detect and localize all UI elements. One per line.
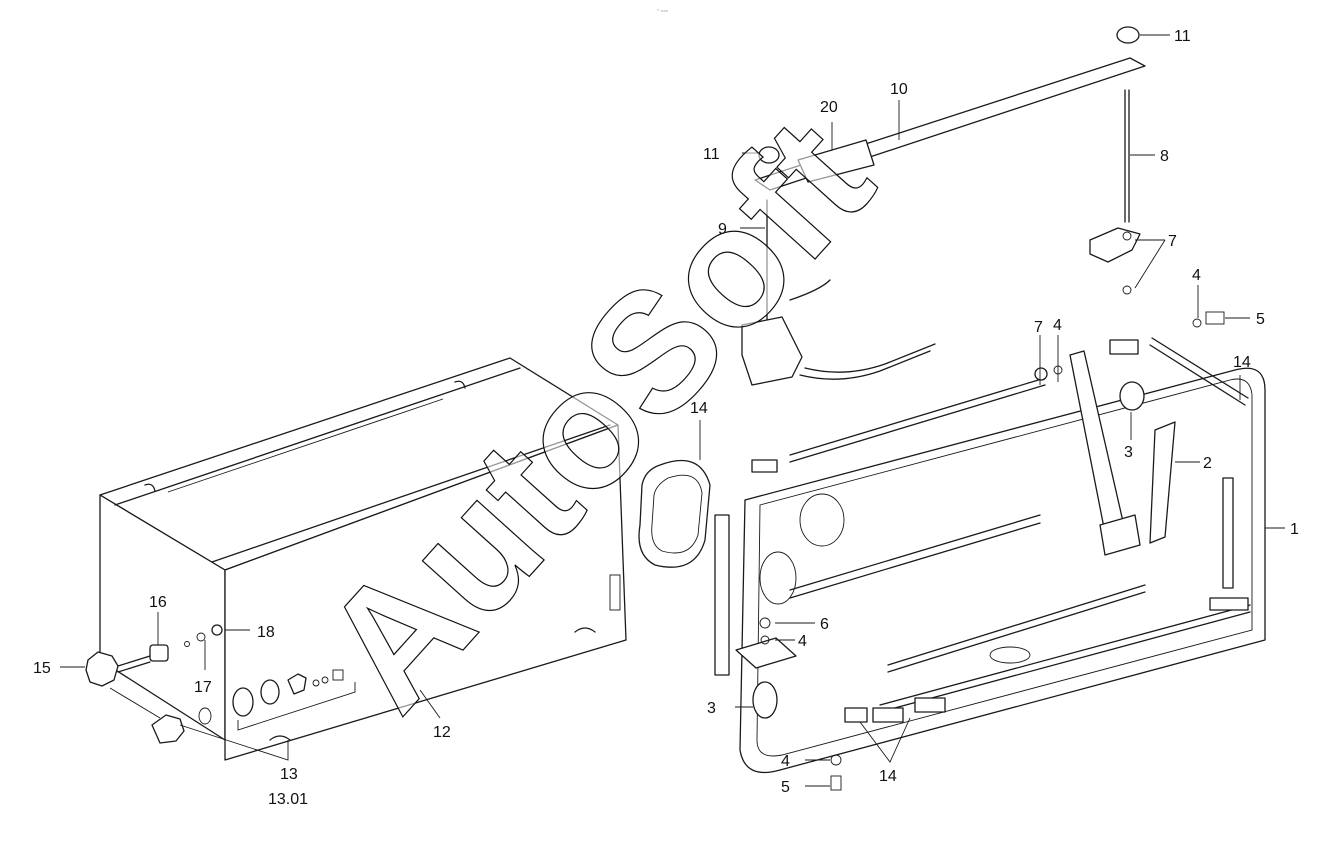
- small-parts: [844, 311, 1225, 723]
- callout-12: 12: [433, 724, 451, 741]
- callout-18: 18: [257, 624, 275, 641]
- grommet: [638, 459, 711, 568]
- callout-16: 16: [149, 594, 167, 611]
- callout-13: 13: [280, 766, 298, 783]
- callout-11-left: 11: [703, 146, 720, 163]
- mount-bracket: [741, 279, 936, 386]
- callouts: 1 2 3 3 4 4 4 4 5 5 6 7 7 8 9 10 11 11 1…: [33, 28, 1299, 808]
- callout-5-a: 5: [1256, 311, 1265, 328]
- callout-10: 10: [890, 81, 908, 98]
- callout-20: 20: [820, 99, 838, 116]
- callout-3-upper: 3: [1124, 444, 1133, 461]
- callout-3-lower: 3: [707, 700, 716, 717]
- top-bracket: [754, 26, 1146, 331]
- leader-lines: [60, 34, 1285, 787]
- lower-bracket: [735, 617, 842, 791]
- callout-14-b: 14: [1233, 354, 1251, 371]
- callout-4-d: 4: [781, 753, 790, 770]
- knob-assembly: [85, 624, 223, 687]
- callout-4-a: 4: [1053, 317, 1062, 334]
- callout-6: 6: [820, 616, 829, 633]
- plug-assembly: [151, 669, 356, 744]
- callout-9: 9: [718, 221, 727, 238]
- callout-7-b: 7: [1168, 233, 1177, 250]
- callout-2: 2: [1203, 455, 1212, 472]
- callout-1: 1: [1290, 521, 1299, 538]
- callout-15: 15: [33, 660, 51, 677]
- main-frame: [714, 337, 1266, 774]
- callout-8: 8: [1160, 148, 1169, 165]
- header-mark: °· ===: [657, 8, 669, 13]
- callout-14-a: 14: [690, 400, 708, 417]
- callout-13-01: 13.01: [268, 791, 308, 808]
- callout-4-b: 4: [1192, 267, 1201, 284]
- cover-housing: [99, 357, 627, 761]
- callout-5-b: 5: [781, 779, 790, 796]
- callout-14-c: 14: [879, 768, 897, 785]
- callout-4-c: 4: [798, 633, 807, 650]
- callout-11-right: 11: [1174, 28, 1191, 45]
- callout-7-a: 7: [1034, 319, 1043, 336]
- callout-17: 17: [194, 679, 212, 696]
